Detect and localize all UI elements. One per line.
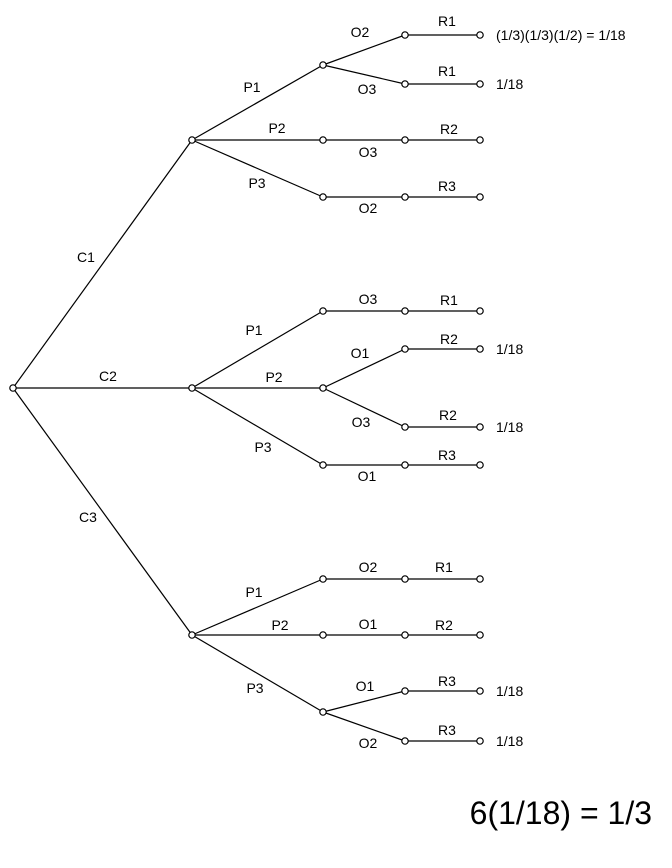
edge-label: P3 (254, 439, 271, 455)
tree-edge (191, 310, 324, 389)
tree-edge (322, 348, 406, 389)
tree-edge (191, 64, 324, 141)
edge-label: R3 (438, 447, 456, 463)
tree-node (401, 345, 409, 353)
outcome-probability: 1/18 (496, 76, 523, 92)
edge-label: O3 (352, 414, 371, 430)
outcome-probability: (1/3)(1/3)(1/2) = 1/18 (496, 27, 626, 43)
tree-node (319, 193, 327, 201)
tree-node (401, 631, 409, 639)
tree-edge (322, 34, 406, 66)
outcome-probability: 1/18 (496, 683, 523, 699)
tree-edge (322, 387, 406, 428)
edge-label: O2 (359, 200, 378, 216)
tree-edge (12, 139, 193, 389)
tree-node (401, 575, 409, 583)
outcome-probability: 1/18 (496, 419, 523, 435)
tree-node (319, 307, 327, 315)
edge-label: C2 (99, 368, 117, 384)
tree-node (319, 631, 327, 639)
edge-label: O1 (356, 678, 375, 694)
tree-node (476, 345, 484, 353)
tree-node (476, 193, 484, 201)
edge-label: C1 (77, 249, 95, 265)
tree-node (319, 136, 327, 144)
tree-node (401, 423, 409, 431)
tree-node (476, 461, 484, 469)
edge-label: O3 (359, 144, 378, 160)
tree-node (188, 631, 196, 639)
tree-node (476, 423, 484, 431)
edge-label: P3 (248, 175, 265, 191)
edge-label: O1 (358, 468, 377, 484)
edge-label: R1 (438, 63, 456, 79)
edge-label: O3 (359, 291, 378, 307)
tree-edge (322, 64, 406, 85)
tree-node (401, 193, 409, 201)
edge-label: R2 (440, 121, 458, 137)
edge-label: O2 (359, 735, 378, 751)
tree-node (401, 687, 409, 695)
edge-label: O2 (359, 559, 378, 575)
tree-nodes (9, 31, 484, 745)
tree-node (476, 307, 484, 315)
outcome-probabilities: (1/3)(1/3)(1/2) = 1/18 1/18 1/18 1/18 1/18 1/… (496, 27, 626, 749)
edge-label: R2 (435, 617, 453, 633)
tree-node (319, 384, 327, 392)
tree-node (476, 687, 484, 695)
edge-label: P1 (245, 584, 262, 600)
tree-node (476, 80, 484, 88)
edge-label: R3 (438, 722, 456, 738)
edge-label: R3 (438, 178, 456, 194)
edge-label: P1 (245, 322, 262, 338)
tree-node (319, 575, 327, 583)
tree-node (401, 31, 409, 39)
edge-label: P3 (246, 680, 263, 696)
edge-label: R2 (439, 407, 457, 423)
tree-node (476, 575, 484, 583)
edge-label: P2 (265, 369, 282, 385)
edge-label: R1 (435, 559, 453, 575)
tree-edge (12, 387, 193, 636)
tree-edge (322, 711, 406, 742)
tree-node (9, 384, 17, 392)
edge-label: R1 (440, 292, 458, 308)
tree-edge (191, 387, 324, 466)
edge-label: O1 (351, 345, 370, 361)
edge-label: R2 (440, 331, 458, 347)
tree-node (319, 461, 327, 469)
edge-label: C3 (79, 509, 97, 525)
tree-edge (191, 578, 324, 636)
tree-node (401, 307, 409, 315)
tree-node (476, 136, 484, 144)
tree-edge (322, 690, 406, 713)
tree-node (401, 737, 409, 745)
edge-label: O2 (351, 24, 370, 40)
edge-label: O1 (359, 616, 378, 632)
tree-node (188, 384, 196, 392)
tree-edge (191, 139, 324, 198)
edge-label: R1 (438, 13, 456, 29)
tree-node (401, 136, 409, 144)
tree-node (476, 31, 484, 39)
edge-label: P1 (243, 79, 260, 95)
tree-node (319, 61, 327, 69)
tree-node (401, 80, 409, 88)
tree-edges (12, 34, 480, 742)
outcome-probability: 1/18 (496, 733, 523, 749)
tree-edge (191, 634, 324, 713)
edge-label: O3 (358, 81, 377, 97)
tree-node (476, 737, 484, 745)
tree-node (188, 136, 196, 144)
tree-node (476, 631, 484, 639)
edge-label: P2 (268, 120, 285, 136)
outcome-probability: 1/18 (496, 341, 523, 357)
tree-node (401, 461, 409, 469)
summary-equation: 6(1/18) = 1/3 (470, 795, 652, 831)
edge-label: R3 (438, 673, 456, 689)
edge-label: P2 (271, 617, 288, 633)
tree-node (319, 708, 327, 716)
